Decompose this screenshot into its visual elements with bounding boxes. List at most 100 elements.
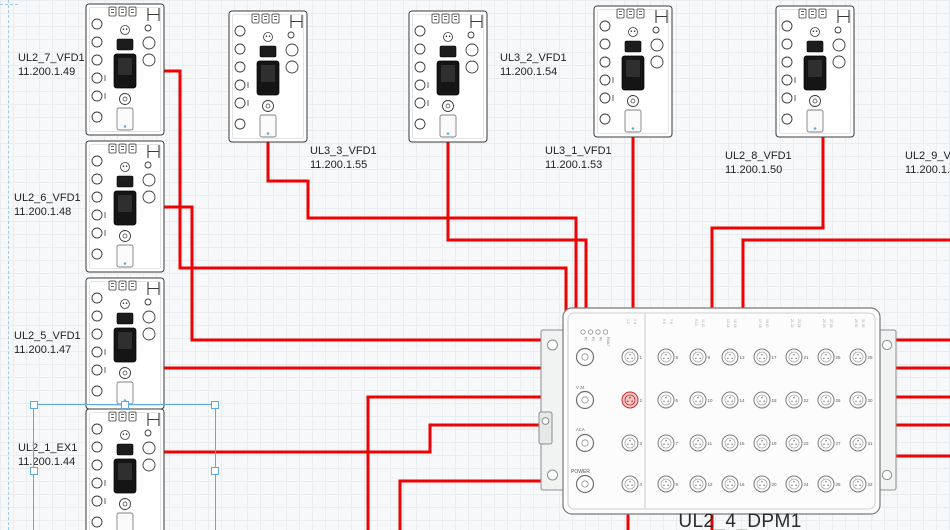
dpm-aux-connector[interactable] [575, 390, 595, 410]
cable-right-dpm-top[interactable] [741, 238, 950, 314]
device-name: UL2_8_VFD1 [725, 150, 792, 162]
dpm-port-24[interactable]: 24 [785, 475, 809, 493]
dpm-port-32[interactable]: 32 [849, 475, 873, 493]
dpm-port-8[interactable]: 8 [657, 475, 679, 493]
cable-bottom-dpm-1[interactable] [366, 395, 543, 530]
vfd-module-graphic [409, 11, 487, 142]
dpm-port-5[interactable]: 5 [657, 348, 679, 366]
device-ip: 11.200.1.53 [545, 159, 603, 172]
cable-ul3_2-dpm[interactable] [446, 141, 588, 314]
selection-handle-tm[interactable] [120, 401, 129, 409]
dpm-aux-connector[interactable] [575, 347, 595, 367]
dpm-aca-label: ACA [576, 427, 585, 432]
device-UL2_5_VFD1[interactable] [85, 277, 165, 410]
dpm-aux-connector[interactable] [575, 433, 595, 453]
dpm-port-23[interactable]: 23 [785, 434, 810, 452]
dpm-port-toplabel: 5 6 [662, 319, 666, 324]
dpm-aux-connector[interactable] [575, 474, 595, 494]
dpm-port-number: 20 [772, 482, 778, 487]
device-name: UL2_1_EX1 [18, 442, 78, 454]
dpm-port-27[interactable]: 27 [817, 434, 841, 452]
dpm-port-21[interactable]: 21 [785, 348, 809, 366]
dpm-port-22[interactable]: 22 [785, 391, 810, 409]
dpm-port-9[interactable]: 9 [689, 348, 711, 366]
selection-box [30, 401, 219, 530]
dpm-port-25[interactable]: 25 [817, 348, 841, 366]
selection-handle-tr[interactable] [211, 401, 219, 409]
dpm-port-2[interactable]: 2 [621, 391, 643, 409]
cable-bottom-dpm-2[interactable] [398, 479, 543, 530]
device-name: UL2_6_VFD1 [14, 192, 81, 204]
dpm-port-number: 11 [708, 441, 713, 446]
dpm-port-1[interactable]: 1 [621, 348, 643, 366]
device-ip: 11.200.1.54 [500, 66, 558, 79]
dpm-port-14[interactable]: 14 [721, 391, 746, 409]
dpm-port-20[interactable]: 20 [753, 475, 778, 493]
dpm-port-19[interactable]: 19 [753, 434, 777, 452]
dpm-port-18[interactable]: 18 [753, 391, 777, 409]
dpm-port-toplabel: 1 2 [626, 319, 630, 324]
cable-ul2_6-dpm[interactable] [163, 205, 543, 342]
dpm-port-number: 12 [708, 482, 714, 487]
dpm-port-number: 23 [804, 441, 810, 446]
dpm-port-toplabel: 11 12 [701, 319, 705, 327]
cable-ul3_3-dpm[interactable] [266, 141, 578, 314]
dpm-port-6[interactable]: 6 [657, 391, 679, 409]
dpm-port-toplabel: 13 14 [726, 319, 730, 328]
dpm-port-number: 30 [868, 398, 874, 403]
dpm-port-30[interactable]: 30 [849, 391, 874, 409]
cable-ul2_8-dpm[interactable] [710, 136, 825, 314]
dpm-port-17[interactable]: 17 [753, 348, 778, 366]
vfd-module-graphic [86, 278, 164, 409]
dpm-power-label: POWER [571, 469, 590, 475]
selection-handle-tl[interactable] [30, 401, 38, 409]
dpm-port-number: 4 [640, 482, 643, 487]
dpm-led-label: FAULT [606, 337, 610, 347]
dpm-port-28[interactable]: 28 [817, 475, 842, 493]
dpm-port-number: 14 [740, 398, 746, 403]
device-UL2_6_VFD1[interactable] [85, 140, 165, 273]
selection-handle-mr[interactable] [211, 466, 219, 475]
dpm-v24-label: V 24 [576, 385, 585, 390]
dpm-port-15[interactable]: 15 [721, 434, 745, 452]
dpm-port-26[interactable]: 26 [817, 391, 841, 409]
dpm-port-7[interactable]: 7 [657, 434, 679, 452]
dpm-port-10[interactable]: 10 [689, 391, 713, 409]
dpm-port-12[interactable]: 12 [689, 475, 714, 493]
dpm-port-4[interactable]: 4 [621, 475, 643, 493]
dpm-port-number: 28 [836, 482, 842, 487]
dpm-port-13[interactable]: 13 [721, 348, 745, 366]
dpm-aux-connectors [575, 347, 595, 494]
selection-handle-ml[interactable] [30, 466, 38, 475]
dpm-port-29[interactable]: 29 [849, 348, 873, 366]
device-name: UL2_9_VFD1 [905, 150, 950, 162]
dpm-label[interactable]: UL2_4_DPM1 [678, 511, 802, 530]
device-UL3_3_VFD1[interactable] [228, 10, 308, 143]
dpm-port-11[interactable]: 11 [689, 434, 713, 452]
dpm-port-3[interactable]: 3 [621, 434, 643, 452]
guide-line-vertical [8, 0, 9, 530]
cable-ul2_7-dpm[interactable] [163, 69, 568, 314]
cable-ul2_1-dpm[interactable] [163, 423, 543, 454]
device-UL3_1_VFD1[interactable] [593, 5, 673, 138]
dpm-port-number: 22 [804, 398, 810, 403]
device-UL2_8_VFD1[interactable] [775, 5, 855, 138]
dpm-port-31[interactable]: 31 [849, 434, 873, 452]
device-ip: 11.200.1.49 [18, 66, 76, 79]
dpm-port-16[interactable]: 16 [721, 475, 745, 493]
device-UL3_2_VFD1[interactable] [408, 10, 488, 143]
device-UL2_7_VFD1[interactable] [85, 3, 165, 136]
dpm-port-number: 17 [772, 355, 778, 360]
